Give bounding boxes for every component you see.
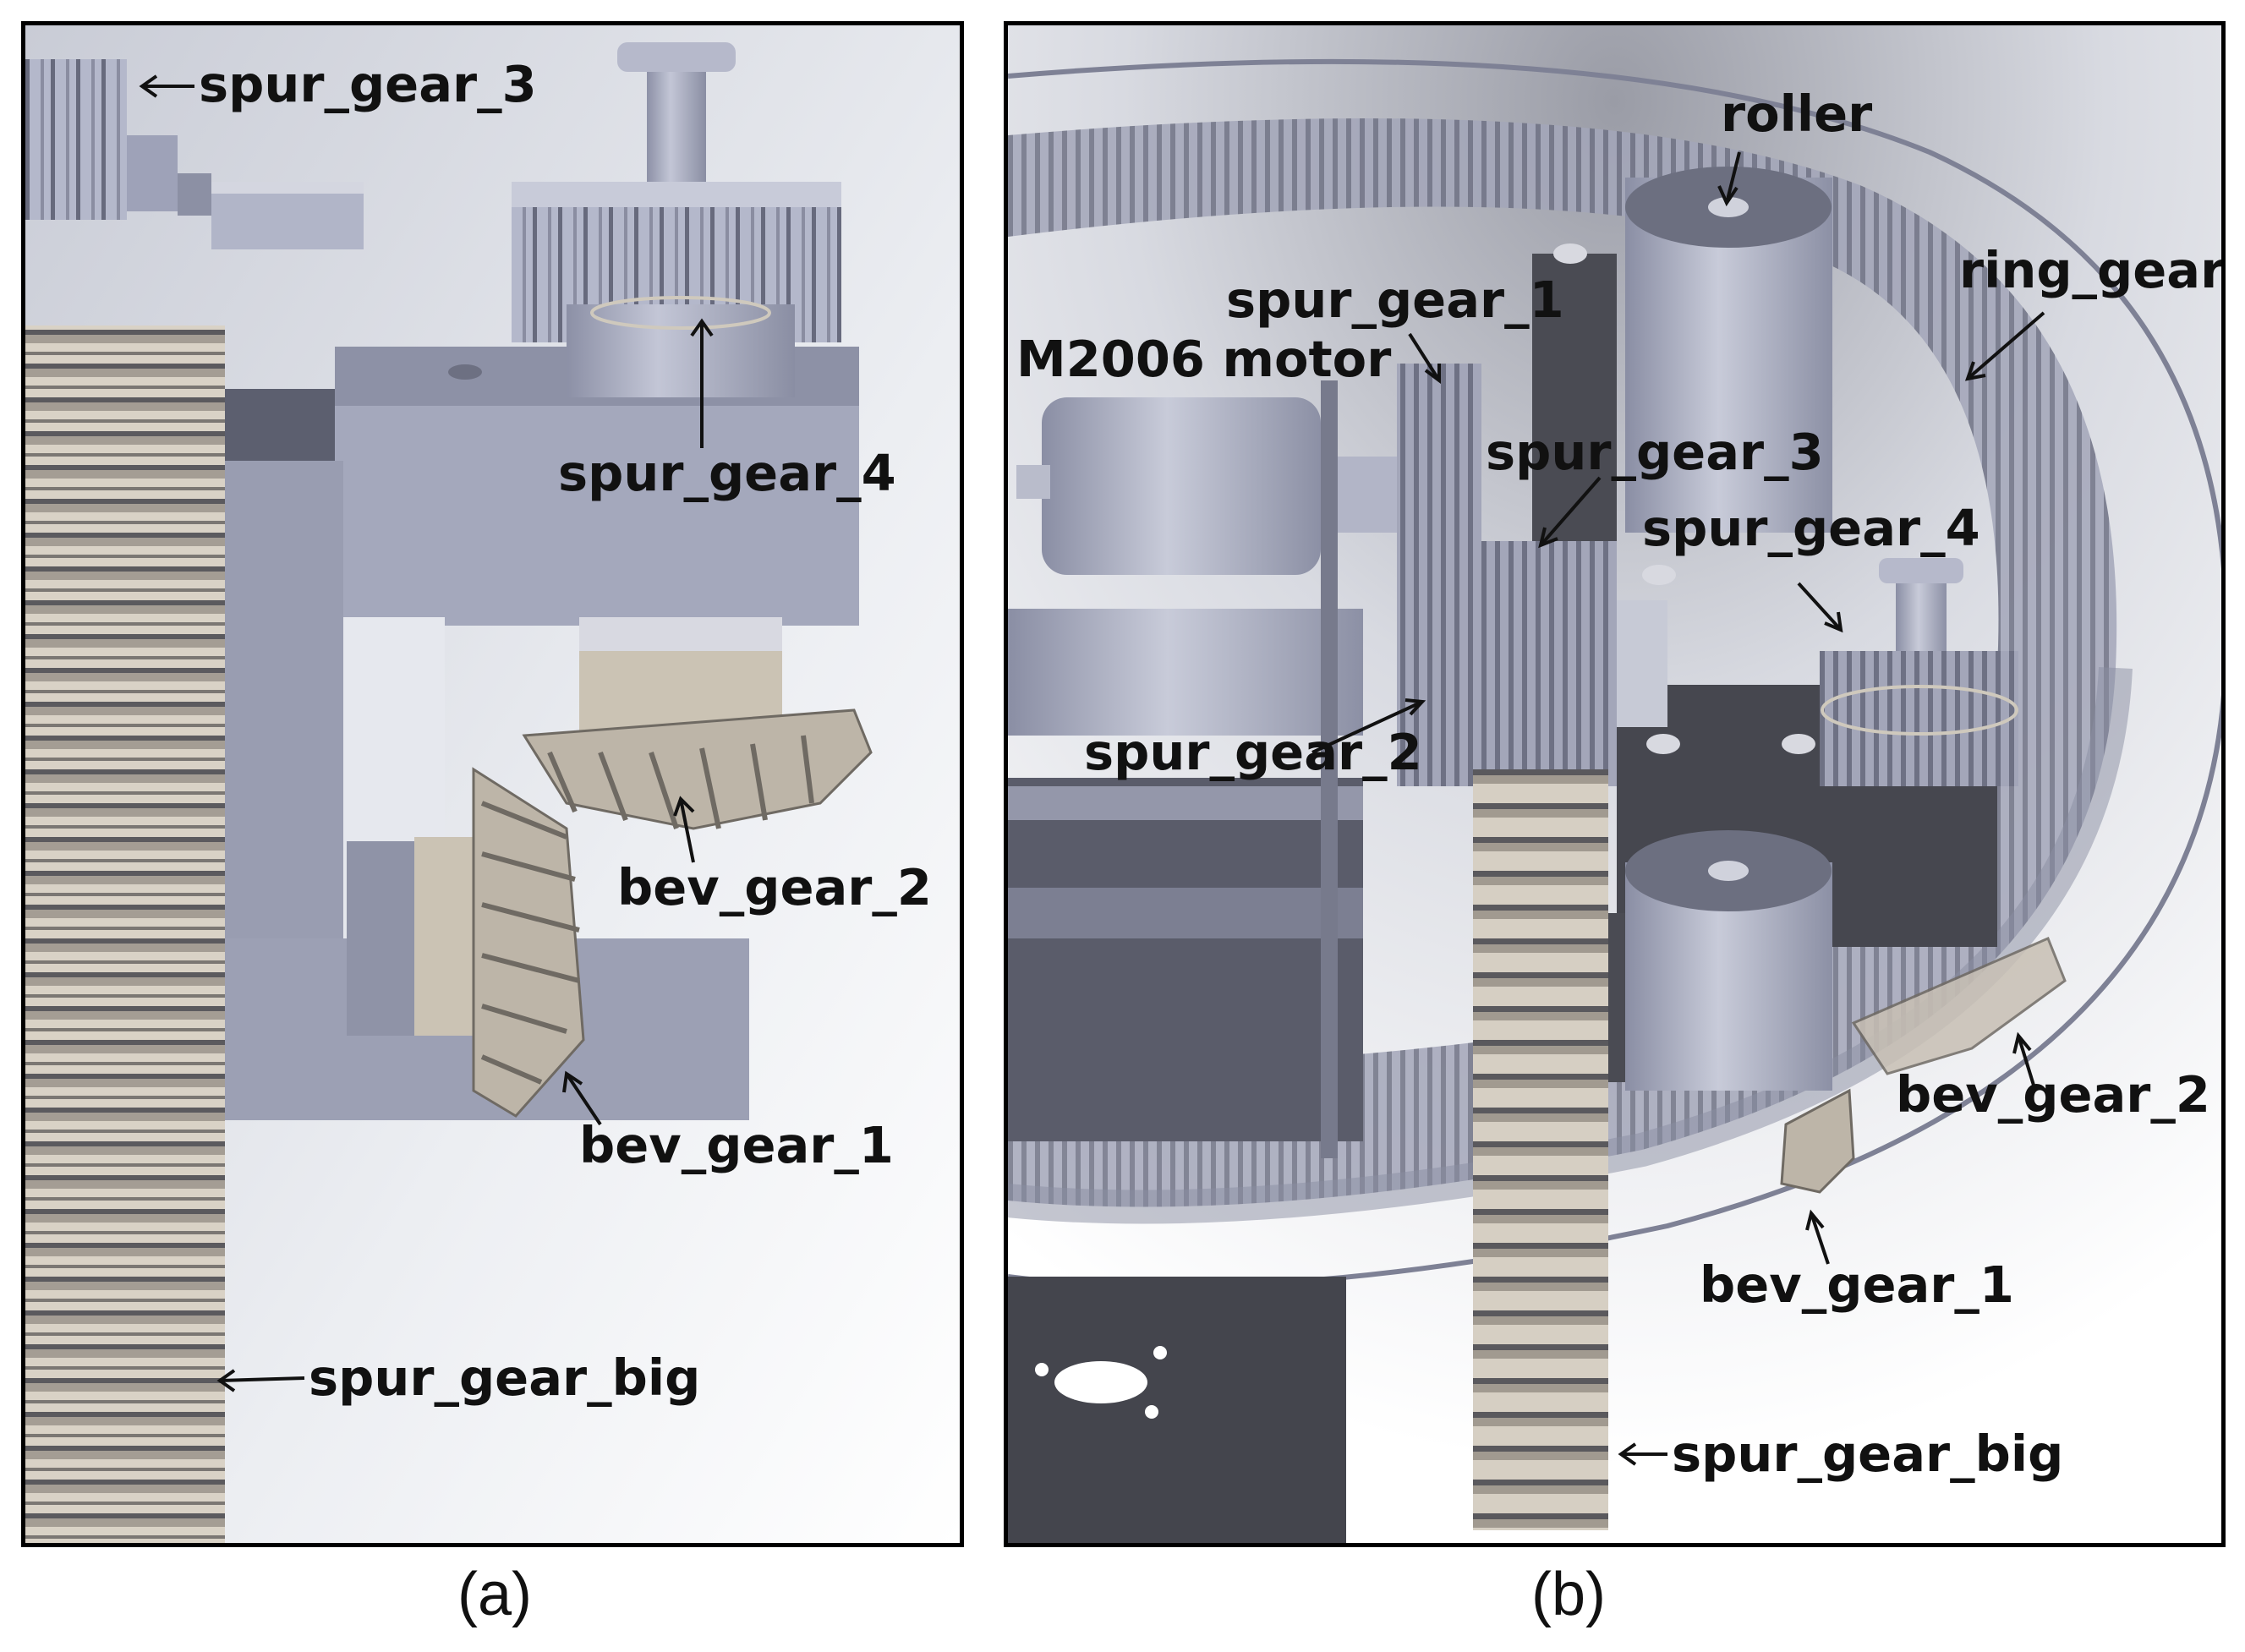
label-spur-gear-2-b: spur_gear_2: [1084, 723, 1422, 781]
label-spur-gear-3-b: spur_gear_3: [1486, 423, 1824, 481]
label-spur-gear-big-b: spur_gear_big: [1672, 1425, 2063, 1483]
motor-and-spur-gears: [1008, 364, 1667, 1530]
label-spur-gear-4-a: spur_gear_4: [558, 444, 896, 502]
base-plate-part: [1008, 1277, 1346, 1543]
label-spur-gear-big-a: spur_gear_big: [309, 1348, 700, 1407]
label-bev-gear-1-a: bev_gear_1: [579, 1116, 894, 1174]
spur-gear-3-part: [25, 59, 364, 249]
panel-a: spur_gear_3 spur_gear_4 bev_gear_2 bev_g…: [21, 21, 964, 1547]
caption-b: (b): [1531, 1561, 1606, 1628]
bevel-gear-assembly: [347, 617, 873, 1118]
label-spur-gear-1-b: spur_gear_1: [1226, 271, 1564, 329]
label-roller: roller: [1721, 85, 1872, 143]
spur-gear-4-part: [512, 42, 841, 397]
label-ring-gear: ring_gear: [1959, 241, 2221, 299]
spur-gear-big-part: [25, 325, 225, 1543]
panel-b: roller ring_gear spur_gear_1 M2006 motor…: [1004, 21, 2226, 1547]
spur-gear-4-part-b: [1820, 558, 2018, 786]
label-spur-gear-3-a: spur_gear_3: [199, 55, 537, 113]
label-bev-gear-1-b: bev_gear_1: [1700, 1255, 2014, 1314]
caption-a: (a): [457, 1561, 532, 1628]
panel-b-drawing: roller ring_gear spur_gear_1 M2006 motor…: [1008, 25, 2221, 1543]
panel-a-drawing: spur_gear_3 spur_gear_4 bev_gear_2 bev_g…: [25, 25, 960, 1543]
panel-b-leader-lines: [1311, 151, 2045, 1466]
label-motor: M2006 motor: [1016, 330, 1391, 388]
label-bev-gear-2-b: bev_gear_2: [1896, 1065, 2210, 1124]
bevel-gears-part-b: [1780, 937, 2067, 1194]
panel-a-leader-lines: [139, 74, 714, 1392]
label-bev-gear-2-a: bev_gear_2: [617, 858, 932, 916]
label-spur-gear-4-b: spur_gear_4: [1642, 499, 1980, 557]
